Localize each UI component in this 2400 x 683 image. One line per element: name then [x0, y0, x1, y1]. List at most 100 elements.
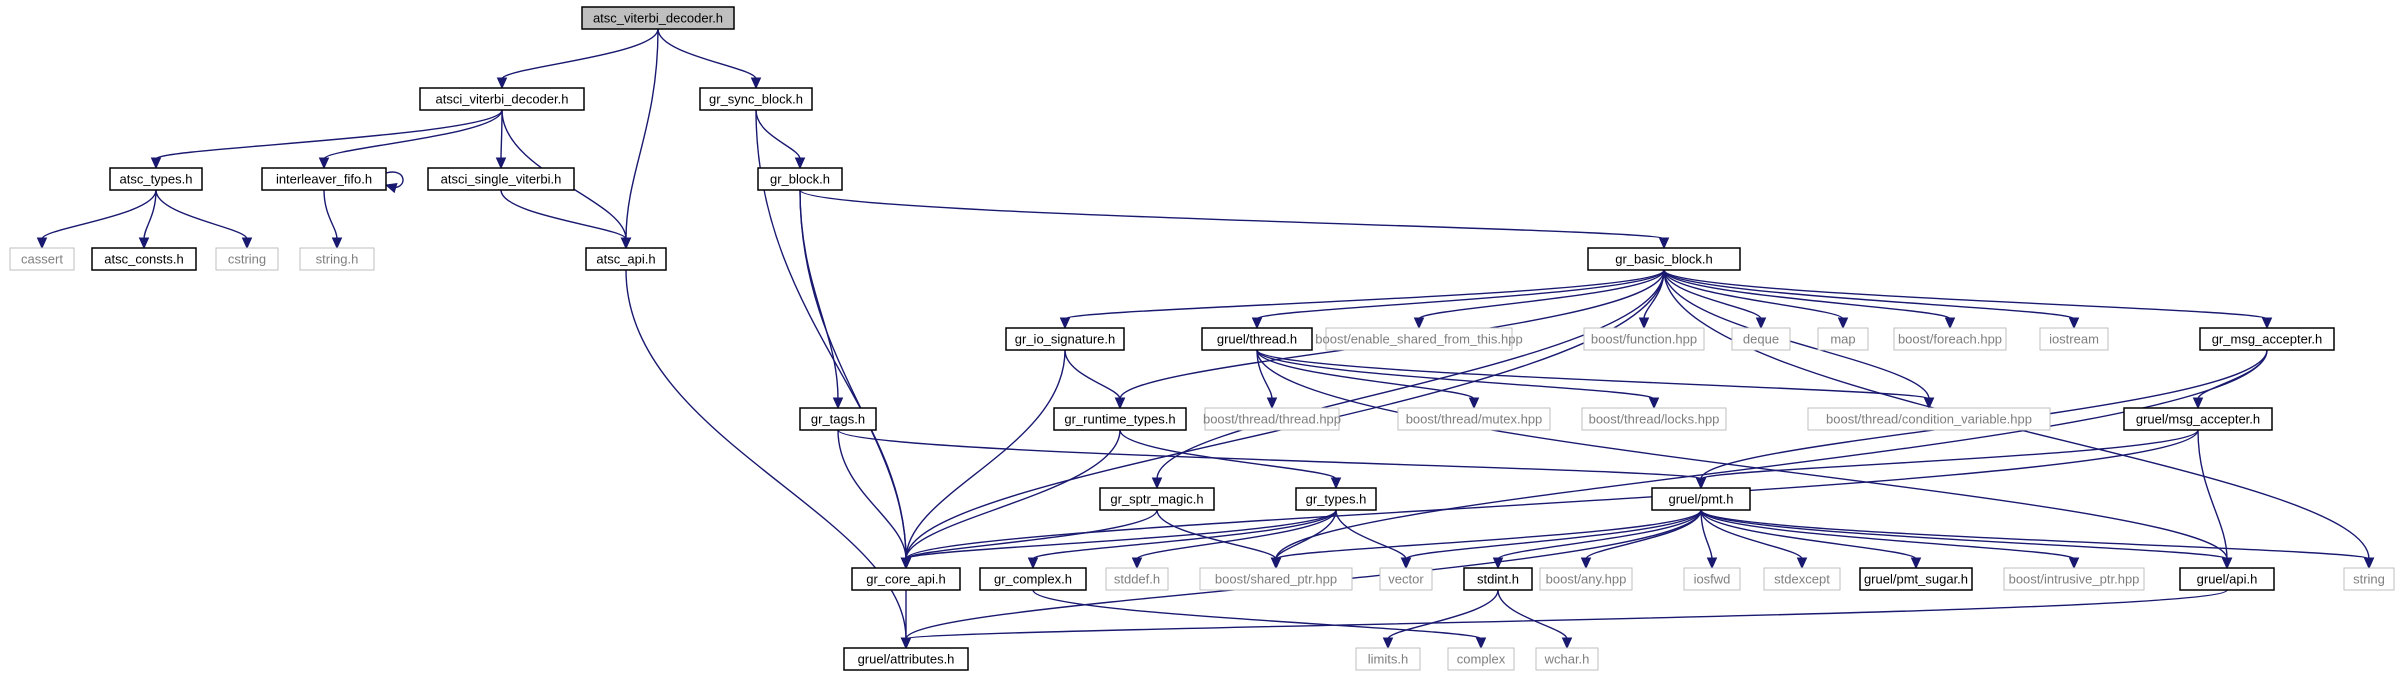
edge-arrowhead — [1796, 557, 1808, 570]
node-label: gruel/thread.h — [1217, 332, 1297, 347]
edge-arrowhead — [1923, 397, 1935, 410]
edge-n22-n32 — [837, 429, 912, 570]
edge-n31-n43 — [1700, 509, 2233, 570]
node-box — [299, 247, 375, 271]
graph-node-n13[interactable]: gr_io_signature.h — [1005, 327, 1125, 351]
graph-node-n15: boost/enable_shared_from_this.hpp — [1315, 327, 1523, 351]
node-label: limits.h — [1368, 652, 1408, 667]
edge-line — [1387, 589, 1499, 640]
node-box — [1201, 327, 1313, 351]
graph-node-n14[interactable]: gruel/thread.h — [1201, 327, 1313, 351]
node-box — [1204, 407, 1340, 431]
node-label: boost/thread/condition_variable.hpp — [1826, 412, 2032, 427]
graph-node-n21[interactable]: gr_msg_accepter.h — [2199, 327, 2335, 351]
edge-arrowhead — [900, 637, 912, 650]
node-box — [1581, 407, 1727, 431]
edge-arrowhead — [496, 77, 508, 90]
graph-node-n6[interactable]: gr_block.h — [757, 167, 843, 191]
edge-line — [1700, 429, 2199, 480]
edge-line — [1119, 429, 1337, 480]
edge-n6-n12 — [799, 189, 1670, 250]
graph-node-n30[interactable]: gr_types.h — [1295, 487, 1377, 511]
edge-n31-n42 — [1700, 509, 2080, 570]
node-label: string — [2353, 572, 2385, 587]
node-box — [1651, 487, 1751, 511]
graph-node-n3[interactable]: atsc_types.h — [109, 167, 203, 191]
edge-line — [1275, 509, 1702, 560]
graph-node-n29[interactable]: gr_sptr_magic.h — [1099, 487, 1215, 511]
graph-node-n37[interactable]: stdint.h — [1463, 567, 1533, 591]
graph-node-n28[interactable]: gruel/msg_accepter.h — [2123, 407, 2273, 431]
graph-node-n2[interactable]: gr_sync_block.h — [699, 87, 813, 111]
edge-arrowhead — [900, 557, 912, 570]
node-box — [2199, 327, 2335, 351]
graph-node-n20: iostream — [2039, 327, 2109, 351]
edge-arrowhead — [1492, 557, 1504, 570]
node-box — [2003, 567, 2145, 591]
graph-node-n0[interactable]: atsc_viterbi_decoder.h — [581, 6, 735, 30]
edge-line — [905, 429, 1121, 560]
graph-node-n22[interactable]: gr_tags.h — [799, 407, 877, 431]
edge-line — [905, 429, 2199, 560]
graph-node-n33[interactable]: gr_complex.h — [979, 567, 1087, 591]
graph-node-n12[interactable]: gr_basic_block.h — [1587, 247, 1741, 271]
edge-line — [799, 189, 839, 400]
graph-node-n32[interactable]: gr_core_api.h — [851, 567, 961, 591]
graph-node-n26: boost/thread/locks.hpp — [1581, 407, 1727, 431]
edge-line — [1700, 509, 1803, 560]
node-label: boost/any.hpp — [1546, 572, 1627, 587]
node-label: gr_sync_block.h — [709, 92, 803, 107]
graph-node-n4[interactable]: interleaver_fifo.h — [261, 167, 387, 191]
node-label: gr_block.h — [770, 172, 830, 187]
edge-line — [1256, 349, 1475, 400]
graph-node-n43[interactable]: gruel/api.h — [2179, 567, 2275, 591]
edge-line — [1275, 509, 1337, 560]
edge-n12-n13 — [1059, 269, 1665, 330]
edge-n23-n30 — [1119, 429, 1342, 490]
graph-node-n8[interactable]: atsc_consts.h — [91, 247, 197, 271]
nodes-layer: atsc_viterbi_decoder.h atsci_viterbi_deco… — [9, 6, 2395, 671]
edge-arrowhead — [1330, 477, 1342, 490]
edge-n0-n2 — [657, 28, 762, 90]
graph-node-n7: cassert — [9, 247, 75, 271]
node-label: wchar.h — [1544, 652, 1590, 667]
edge-arrowhead — [794, 157, 806, 170]
edge-n6-n32 — [799, 189, 912, 570]
edge-arrowhead — [1468, 397, 1480, 410]
graph-node-n45[interactable]: gruel/attributes.h — [843, 647, 969, 671]
edge-arrowhead — [1706, 557, 1718, 570]
edge-line — [1663, 269, 1844, 320]
graph-node-n47: complex — [1447, 647, 1515, 671]
graph-node-n5[interactable]: atsci_single_viterbi.h — [427, 167, 575, 191]
edge-line — [1256, 349, 1655, 400]
graph-node-n39: iosfwd — [1683, 567, 1741, 591]
edge-line — [143, 189, 157, 240]
edge-arrowhead — [1251, 317, 1263, 330]
graph-node-n36: vector — [1379, 567, 1433, 591]
edge-arrowhead — [1475, 637, 1487, 650]
node-box — [799, 407, 877, 431]
edge-n12-n29 — [1151, 269, 1665, 490]
node-box — [757, 167, 843, 191]
node-label: boost/intrusive_ptr.hpp — [2009, 572, 2140, 587]
node-box — [1535, 647, 1599, 671]
graph-node-n31[interactable]: gruel/pmt.h — [1651, 487, 1751, 511]
edge-arrowhead — [1059, 317, 1071, 330]
edge-arrowhead — [241, 237, 253, 250]
graph-node-n23[interactable]: gr_runtime_types.h — [1053, 407, 1187, 431]
edge-line — [905, 349, 1066, 560]
edge-arrowhead — [1027, 557, 1039, 570]
edge-n3-n7 — [36, 189, 157, 250]
graph-node-n41[interactable]: gruel/pmt_sugar.h — [1859, 567, 1973, 591]
node-label: gr_types.h — [1306, 492, 1367, 507]
graph-node-n11[interactable]: atsc_api.h — [585, 247, 667, 271]
node-box — [419, 87, 585, 111]
edges-layer — [36, 28, 2375, 650]
edge-arrowhead — [750, 77, 762, 90]
edge-line — [657, 28, 757, 80]
edge-n3-n9 — [155, 189, 253, 250]
edge-n12-n19 — [1663, 269, 1956, 330]
graph-node-n1[interactable]: atsci_viterbi_decoder.h — [419, 87, 585, 111]
node-box — [427, 167, 575, 191]
edge-n12-n15 — [1413, 269, 1665, 330]
